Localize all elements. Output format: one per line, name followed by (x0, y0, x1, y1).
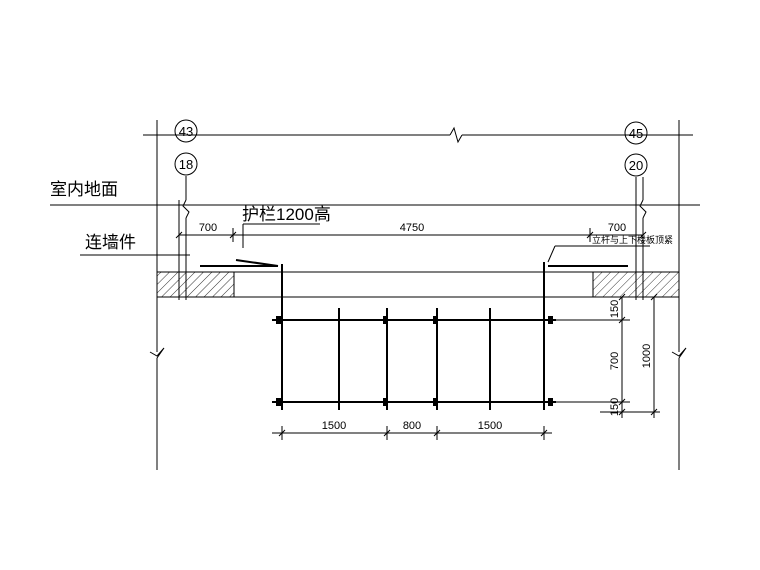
right-wall-tie (543, 262, 628, 300)
dim-span-4750: 4750 (400, 222, 424, 234)
svg-text:45: 45 (629, 126, 643, 141)
bottom-dimension-line (272, 426, 552, 440)
dim-v-150-top: 150 (609, 300, 621, 318)
dim-v-150-bottom: 150 (609, 398, 621, 416)
svg-text:43: 43 (179, 124, 193, 139)
dim-v-700: 700 (609, 352, 621, 370)
wall-tie-label: 连墙件 (85, 233, 136, 252)
left-wall-tie (200, 259, 283, 297)
pole-note-label: 立杆与上下楼板顶紧 (592, 234, 673, 245)
axis-marker-left-bottom: 18 (174, 152, 198, 176)
left-wall (149, 120, 165, 470)
dim-v-1000: 1000 (641, 344, 653, 368)
top-dimension-line (175, 228, 647, 242)
guardrail-label: 护栏1200高 (242, 205, 331, 224)
floor-slab (156, 271, 680, 298)
vertical-dimension-lines (556, 293, 660, 418)
svg-text:20: 20 (629, 158, 643, 173)
right-wall (671, 120, 687, 470)
dim-right-700: 700 (608, 222, 626, 234)
top-axis-line (143, 126, 693, 144)
dim-bottom-1500-right: 1500 (478, 420, 502, 432)
axis-marker-right-top: 45 (624, 121, 648, 145)
floor-label: 室内地面 (50, 180, 118, 199)
scaffold-frame (272, 297, 556, 410)
svg-text:18: 18 (179, 157, 193, 172)
dim-bottom-800: 800 (403, 420, 421, 432)
axis-marker-left-top: 43 (174, 119, 198, 143)
axis-marker-right-bottom: 20 (624, 153, 648, 177)
dim-left-700: 700 (199, 222, 217, 234)
dim-bottom-1500-left: 1500 (322, 420, 346, 432)
